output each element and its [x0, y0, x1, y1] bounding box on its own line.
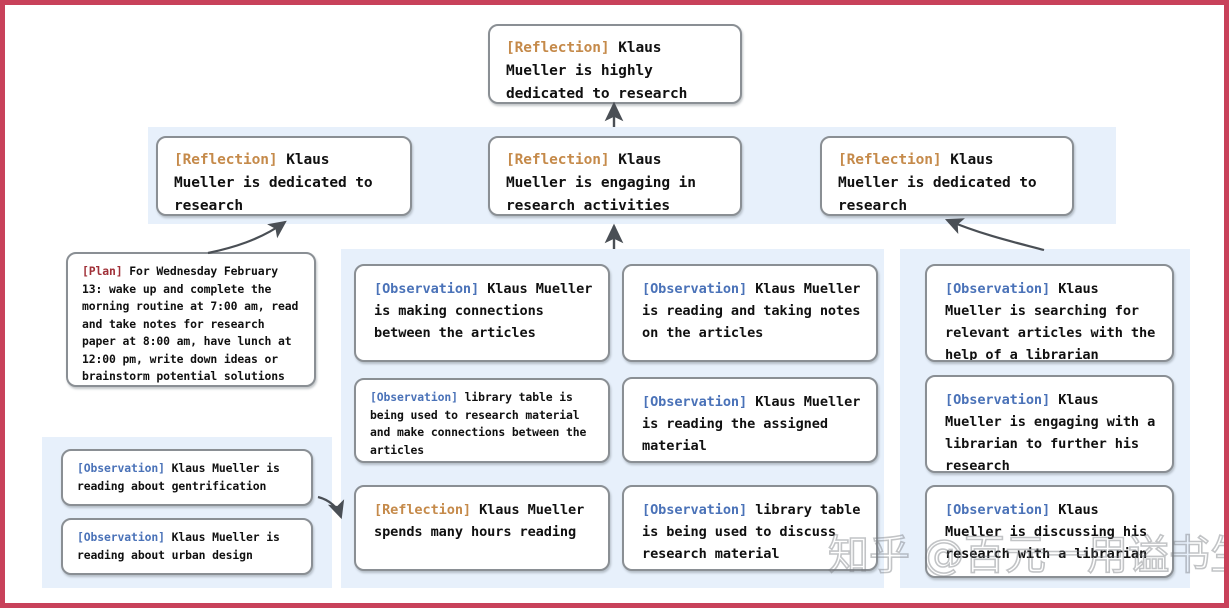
tag-reflection: [Reflection] — [506, 40, 610, 56]
tag-observation: [Observation] — [945, 281, 1051, 297]
node-text: [Reflection] Klaus Mueller spends many h… — [374, 499, 596, 543]
node-text: [Reflection] Klaus Mueller is highly ded… — [506, 37, 727, 102]
tag-observation: [Observation] — [642, 394, 748, 410]
tag-observation: [Observation] — [77, 530, 165, 544]
node-body: Klaus Mueller is reading about gentrific… — [77, 461, 287, 493]
node-text: [Observation] Klaus Mueller is searching… — [945, 278, 1164, 362]
node-body: library table is being used to discuss r… — [642, 502, 869, 562]
node-evidence-col1-2[interactable]: [Observation] library table is being use… — [354, 378, 610, 463]
node-text: [Plan] For Wednesday February 13: wake u… — [82, 263, 304, 385]
tag-observation: [Observation] — [945, 392, 1051, 408]
node-body: Klaus Mueller is dedicated to research — [174, 152, 382, 214]
tag-reflection: [Reflection] — [174, 152, 278, 168]
node-evidence-col3-3[interactable]: [Observation] Klaus Mueller is discussin… — [925, 485, 1174, 578]
node-text: [Observation] Klaus Mueller is reading a… — [77, 460, 301, 495]
node-body: Klaus Mueller is reading and taking note… — [642, 281, 869, 341]
node-evidence-col1-3[interactable]: [Reflection] Klaus Mueller spends many h… — [354, 485, 610, 571]
node-evidence-col2-1[interactable]: [Observation] Klaus Mueller is reading a… — [622, 264, 878, 362]
tag-observation: [Observation] — [945, 502, 1051, 518]
tag-observation: [Observation] — [370, 390, 458, 404]
tag-reflection: [Reflection] — [838, 152, 942, 168]
node-left-observation-1[interactable]: [Observation] Klaus Mueller is reading a… — [61, 449, 313, 506]
node-evidence-col1-1[interactable]: [Observation] Klaus Mueller is making co… — [354, 264, 610, 362]
node-body: Klaus Mueller is engaging with a librari… — [945, 392, 1164, 473]
node-body: For Wednesday February 13: wake up and c… — [82, 264, 299, 383]
tag-observation: [Observation] — [77, 461, 165, 475]
node-evidence-col2-3[interactable]: [Observation] library table is being use… — [622, 485, 878, 571]
node-plan[interactable]: [Plan] For Wednesday February 13: wake u… — [66, 252, 316, 387]
node-text: [Observation] library table is being use… — [642, 499, 864, 565]
node-body: Klaus Mueller is highly dedicated to res… — [506, 40, 688, 102]
node-text: [Observation] Klaus Mueller is engaging … — [945, 389, 1164, 473]
node-text: [Observation] Klaus Mueller is discussin… — [945, 499, 1160, 565]
node-body: Klaus Mueller is reading the assigned ma… — [642, 394, 869, 454]
tag-reflection: [Reflection] — [506, 152, 610, 168]
node-body: Klaus Mueller is discussing his research… — [945, 502, 1156, 562]
node-text: [Observation] Klaus Mueller is making co… — [374, 278, 596, 344]
node-text: [Reflection] Klaus Mueller is engaging i… — [506, 149, 727, 214]
node-reflection-right[interactable]: [Reflection] Klaus Mueller is dedicated … — [820, 136, 1074, 216]
edge-observations-to-reflection-right — [944, 218, 1045, 252]
node-text: [Reflection] Klaus Mueller is dedicated … — [838, 149, 1059, 214]
node-body: Klaus Mueller is searching for relevant … — [945, 281, 1164, 362]
node-body: Klaus Mueller is reading about urban des… — [77, 530, 287, 562]
tag-reflection: [Reflection] — [374, 502, 472, 518]
tag-observation: [Observation] — [642, 502, 748, 518]
node-root-reflection[interactable]: [Reflection] Klaus Mueller is highly ded… — [488, 24, 742, 104]
node-body: Klaus Mueller is dedicated to research — [838, 152, 1046, 214]
node-body: Klaus Mueller spends many hours reading — [374, 502, 593, 540]
node-evidence-col3-2[interactable]: [Observation] Klaus Mueller is engaging … — [925, 375, 1174, 473]
node-text: [Observation] Klaus Mueller is reading t… — [642, 391, 864, 457]
node-evidence-col3-1[interactable]: [Observation] Klaus Mueller is searching… — [925, 264, 1174, 362]
tag-observation: [Observation] — [642, 281, 748, 297]
node-text: [Reflection] Klaus Mueller is dedicated … — [174, 149, 397, 214]
node-text: [Observation] library table is being use… — [370, 389, 598, 459]
node-evidence-col2-2[interactable]: [Observation] Klaus Mueller is reading t… — [622, 377, 878, 463]
node-left-observation-2[interactable]: [Observation] Klaus Mueller is reading a… — [61, 518, 313, 575]
node-body: Klaus Mueller is making connections betw… — [374, 281, 601, 341]
tag-plan: [Plan] — [82, 264, 123, 278]
node-body: library table is being used to research … — [370, 390, 594, 457]
node-text: [Observation] Klaus Mueller is reading a… — [77, 529, 301, 564]
node-text: [Observation] Klaus Mueller is reading a… — [642, 278, 864, 344]
tag-observation: [Observation] — [374, 281, 480, 297]
edge-plan-to-reflection-left — [207, 220, 287, 255]
node-reflection-center[interactable]: [Reflection] Klaus Mueller is engaging i… — [488, 136, 742, 216]
node-body: Klaus Mueller is engaging in research ac… — [506, 152, 705, 214]
node-reflection-left[interactable]: [Reflection] Klaus Mueller is dedicated … — [156, 136, 412, 216]
